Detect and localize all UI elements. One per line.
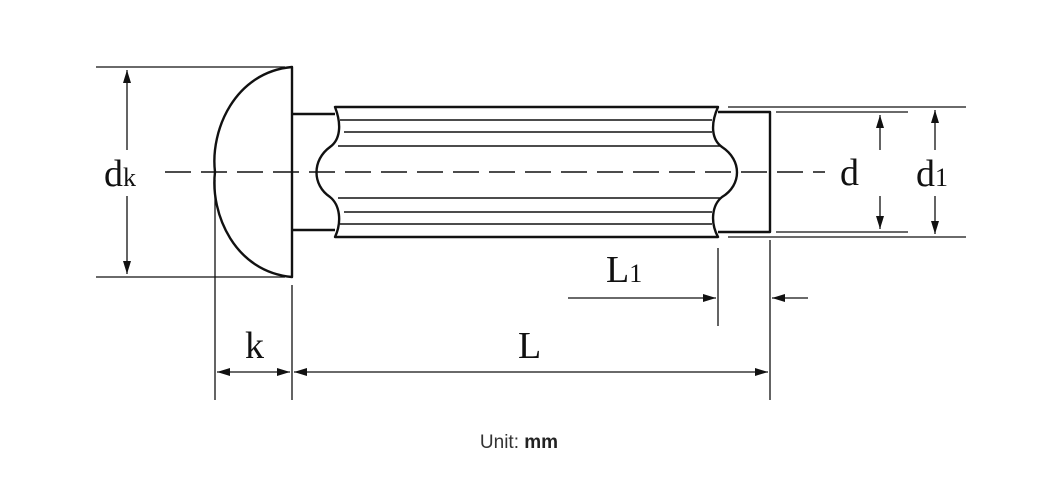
label-l: L bbox=[518, 325, 541, 367]
unit-caption: Unit: mm bbox=[0, 432, 1038, 454]
label-d: d bbox=[840, 152, 859, 194]
dimension-lines bbox=[123, 70, 939, 376]
rivet-dimension-drawing: dk d d1 L1 k L bbox=[96, 65, 966, 400]
label-l1: L1 bbox=[606, 249, 642, 291]
unit-value: mm bbox=[524, 432, 559, 453]
label-dk: dk bbox=[104, 153, 136, 195]
knurl-grooves bbox=[338, 119, 720, 225]
label-k: k bbox=[245, 325, 264, 367]
extension-lines bbox=[96, 66, 966, 400]
shank-end bbox=[718, 110, 772, 234]
label-d1: d1 bbox=[916, 153, 948, 195]
knurled-shank bbox=[315, 105, 739, 239]
unit-label: Unit: bbox=[479, 432, 525, 453]
